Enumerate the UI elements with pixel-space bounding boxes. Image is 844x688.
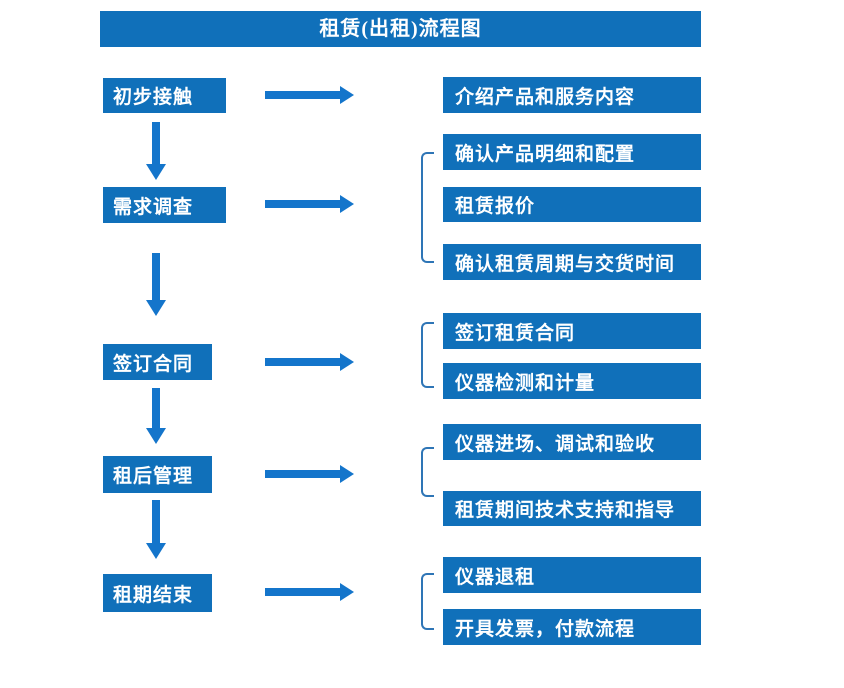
detail-box-instrument-return: 仪器退租 — [443, 557, 701, 593]
arrow-down-step1-to-step2-icon — [146, 122, 166, 180]
detail-box-instrument-setup-acceptance: 仪器进场、调试和验收 — [443, 424, 701, 460]
detail-box-technical-support: 租赁期间技术支持和指导 — [443, 491, 701, 526]
arrow-down-step2-to-step3-icon — [146, 253, 166, 316]
step-box-demand-survey: 需求调查 — [103, 187, 226, 223]
detail-box-invoice-payment: 开具发票，付款流程 — [443, 609, 701, 645]
bracket-step5-details-icon — [421, 573, 434, 630]
arrow-right-step4-icon — [265, 465, 354, 483]
detail-box-introduce-products: 介绍产品和服务内容 — [443, 77, 701, 113]
detail-box-confirm-period-delivery: 确认租赁周期与交货时间 — [443, 244, 701, 280]
arrow-down-step4-to-step5-icon — [146, 500, 166, 559]
arrow-right-step3-icon — [265, 353, 354, 371]
detail-box-rental-quotation: 租赁报价 — [443, 187, 701, 222]
step-box-sign-contract: 签订合同 — [103, 344, 212, 380]
arrow-down-step3-to-step4-icon — [146, 388, 166, 444]
bracket-step3-details-icon — [421, 322, 434, 388]
bracket-step2-details-icon — [421, 152, 434, 263]
detail-box-confirm-product-config: 确认产品明细和配置 — [443, 134, 701, 170]
arrow-right-step5-icon — [265, 583, 354, 601]
flowchart-title: 租赁(出租)流程图 — [100, 11, 701, 47]
step-box-rental-end: 租期结束 — [103, 574, 212, 612]
bracket-step4-details-icon — [421, 447, 434, 497]
step-box-initial-contact: 初步接触 — [103, 78, 226, 113]
detail-box-instrument-inspection: 仪器检测和计量 — [443, 363, 701, 399]
arrow-right-step1-icon — [265, 86, 354, 104]
arrow-right-step2-icon — [265, 195, 354, 213]
step-box-post-rental-management: 租后管理 — [103, 456, 212, 493]
detail-box-sign-rental-contract: 签订租赁合同 — [443, 313, 701, 349]
